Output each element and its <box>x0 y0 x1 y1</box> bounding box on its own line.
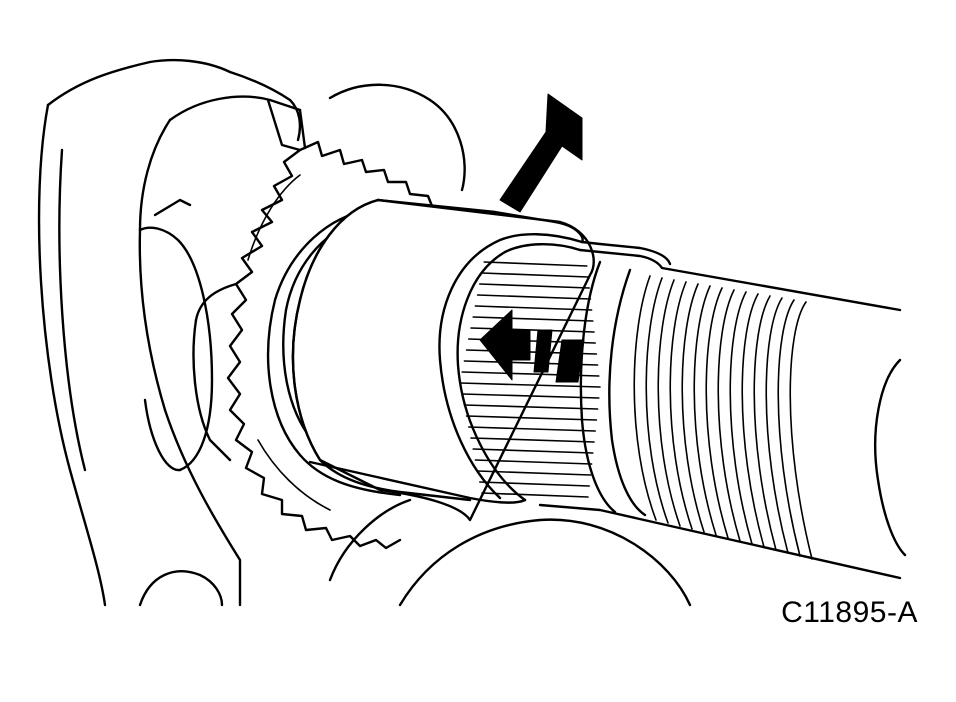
spline-tooth <box>468 426 596 432</box>
spline-tooth <box>476 470 592 476</box>
figure-code: C11895-A <box>781 596 918 629</box>
shaft-ring <box>633 275 657 521</box>
spline-tooth <box>481 492 589 498</box>
splined-shaft <box>459 240 907 580</box>
spline-tooth <box>479 283 590 289</box>
lower-cover <box>328 498 692 607</box>
shaft-rings <box>633 275 813 560</box>
shaft-ring <box>669 281 693 530</box>
direction-arrow <box>479 309 585 383</box>
shaft-ring <box>765 297 789 554</box>
spline-tooth <box>476 294 592 300</box>
shaft-ring <box>741 293 765 548</box>
shaft-ring <box>693 285 717 536</box>
spline-tooth <box>474 305 593 311</box>
shaft-ring <box>753 295 777 551</box>
spline-tooth <box>459 382 601 388</box>
spline-tooth <box>483 261 588 267</box>
shaft-ring <box>777 299 801 557</box>
shaft-ring <box>729 291 753 545</box>
seal-sleeve <box>291 198 595 522</box>
spline-tooth <box>472 316 594 322</box>
shaft-ring <box>657 279 681 527</box>
bearing-boss <box>138 198 214 472</box>
spline-teeth <box>459 261 601 498</box>
spline-tooth <box>465 415 598 421</box>
spline-tooth <box>479 481 590 487</box>
spline-tooth <box>470 437 595 443</box>
shaft-ring <box>645 277 669 524</box>
shaft-ring <box>717 289 741 542</box>
shaft-ring <box>705 287 729 539</box>
pointer-arrow <box>499 93 583 213</box>
spline-tooth <box>481 272 589 278</box>
spline-tooth <box>474 459 593 465</box>
spline-tooth <box>463 404 599 410</box>
spline-tooth <box>461 393 600 399</box>
shaft-ring <box>681 283 705 533</box>
housing-outline <box>37 58 466 607</box>
shaft-ring <box>789 301 813 560</box>
spline-tooth <box>472 448 594 454</box>
